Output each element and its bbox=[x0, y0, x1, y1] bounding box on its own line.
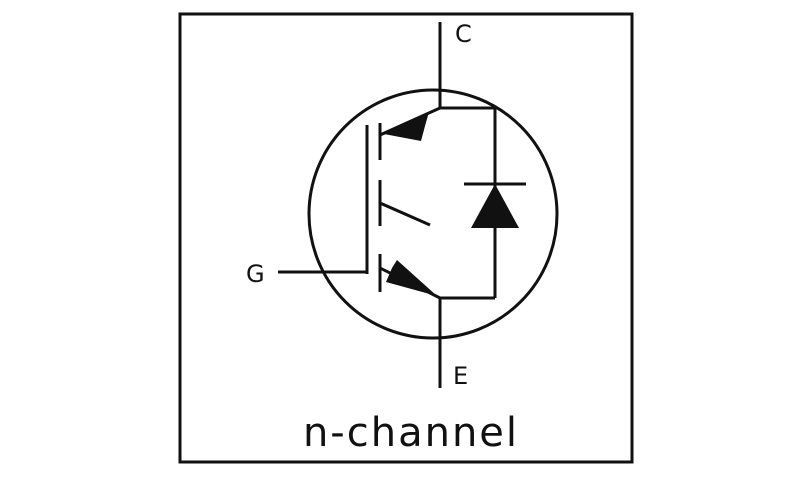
collector-label: C bbox=[455, 20, 472, 48]
switch-line bbox=[379, 201, 431, 227]
emitter-label: E bbox=[453, 362, 468, 390]
gate-label: G bbox=[246, 260, 265, 288]
outer-frame bbox=[178, 12, 634, 464]
caption-text: n-channel bbox=[303, 410, 519, 456]
collector-arrow-icon bbox=[384, 112, 429, 141]
diode-triangle-icon bbox=[471, 184, 519, 228]
emitter-arrow-icon bbox=[386, 260, 437, 296]
device-circle bbox=[307, 88, 559, 340]
